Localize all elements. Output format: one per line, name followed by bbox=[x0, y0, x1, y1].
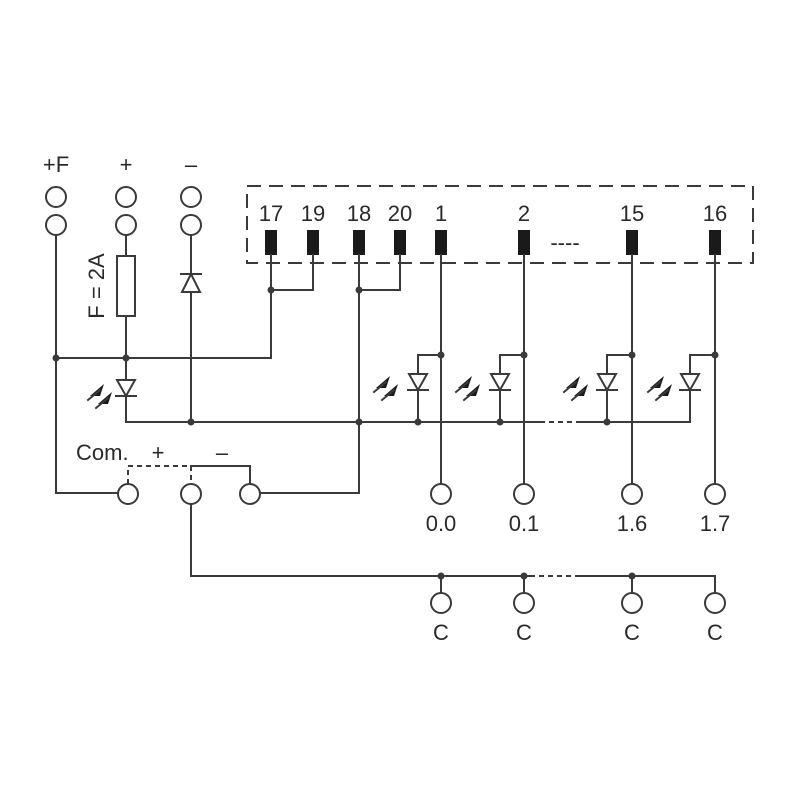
com-plus-label: + bbox=[152, 440, 165, 465]
connector-box bbox=[246, 185, 754, 264]
output-terminal bbox=[513, 483, 535, 505]
terminal-fplus bbox=[45, 186, 67, 236]
com-terminal bbox=[117, 483, 139, 505]
com-minus-terminal bbox=[239, 483, 261, 505]
connector-pin bbox=[353, 230, 365, 255]
output-terminal bbox=[704, 483, 726, 505]
common-terminal bbox=[621, 592, 643, 614]
fuse-label: F = 2A bbox=[84, 253, 109, 319]
terminal-plus bbox=[115, 186, 137, 236]
output-label: 1.7 bbox=[700, 511, 731, 536]
connector-pin bbox=[709, 230, 721, 255]
common-terminal bbox=[513, 592, 535, 614]
channel-led-icon bbox=[454, 351, 528, 426]
output-label: 0.1 bbox=[509, 511, 540, 536]
pin-label: 20 bbox=[388, 201, 412, 226]
output-label: 0.0 bbox=[426, 511, 457, 536]
connector-pin bbox=[265, 230, 277, 255]
pin-label: 15 bbox=[620, 201, 644, 226]
common-label: C bbox=[516, 620, 532, 645]
common-label: C bbox=[624, 620, 640, 645]
diode-icon bbox=[180, 271, 202, 293]
com-bridge bbox=[127, 465, 192, 484]
output-terminal bbox=[430, 483, 452, 505]
connector-pin bbox=[435, 230, 447, 255]
fuse-symbol bbox=[116, 255, 136, 317]
terminal-minus bbox=[180, 186, 202, 236]
com-minus-label: – bbox=[216, 440, 229, 465]
connector-pin bbox=[394, 230, 406, 255]
terminal-label-minus: – bbox=[185, 152, 198, 177]
pin-label: 19 bbox=[301, 201, 325, 226]
com-label: Com. bbox=[76, 440, 129, 465]
common-label: C bbox=[707, 620, 723, 645]
pin-label: 17 bbox=[259, 201, 283, 226]
common-label: C bbox=[433, 620, 449, 645]
common-terminal bbox=[430, 592, 452, 614]
terminal-label-fplus: +F bbox=[43, 152, 69, 177]
connector-pin bbox=[518, 230, 530, 255]
channel-led-icon bbox=[562, 351, 636, 426]
connector-pin bbox=[626, 230, 638, 255]
pin-label: 18 bbox=[347, 201, 371, 226]
com-plus-terminal bbox=[180, 483, 202, 505]
pin-label: 1 bbox=[435, 201, 447, 226]
power-led-icon bbox=[86, 379, 137, 423]
pin-label: 2 bbox=[518, 201, 530, 226]
output-label: 1.6 bbox=[617, 511, 648, 536]
connector-pin bbox=[307, 230, 319, 255]
output-terminal bbox=[621, 483, 643, 505]
terminal-label-plus: + bbox=[120, 152, 133, 177]
channel-led-icon bbox=[646, 351, 719, 423]
common-terminal bbox=[704, 592, 726, 614]
pin-label: 16 bbox=[703, 201, 727, 226]
connector-ellipsis: ---- bbox=[550, 230, 579, 255]
channel-led-icon bbox=[372, 351, 445, 426]
